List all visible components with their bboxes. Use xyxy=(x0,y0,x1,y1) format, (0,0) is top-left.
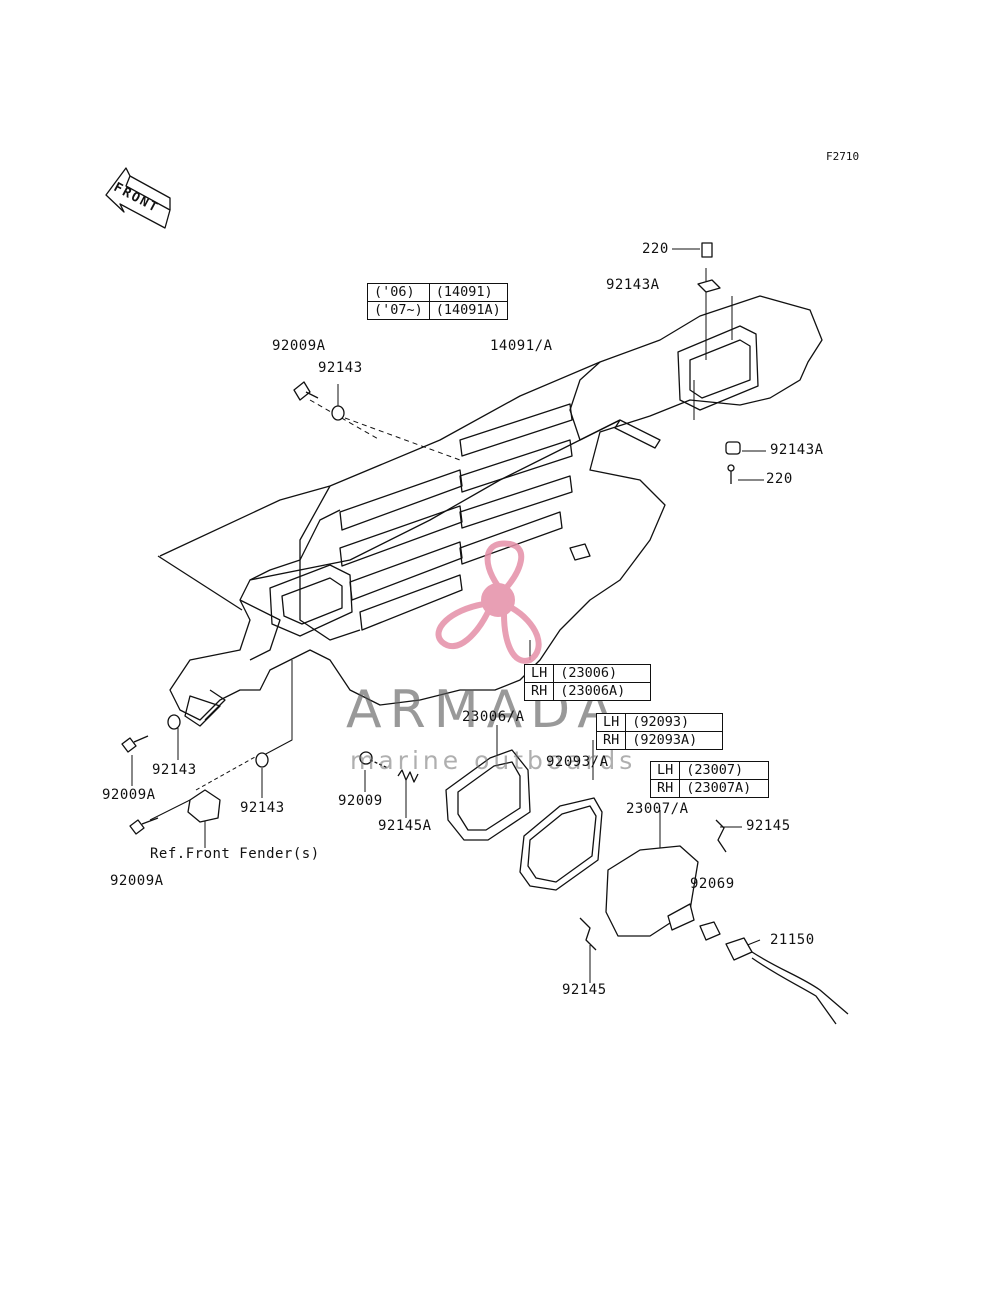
note-cell: (23006A) xyxy=(553,682,652,701)
note-cell: ('07~) xyxy=(367,301,430,320)
note-cell: (23006) xyxy=(553,664,652,683)
note-cell: (23007) xyxy=(679,761,770,780)
lamp-unit xyxy=(605,845,699,937)
part-label-bolt-left-upper: 92009A xyxy=(272,338,326,354)
note-cell: (23007A) xyxy=(679,779,770,798)
part-label-lamp: 23007/A xyxy=(626,801,689,817)
front-arrow-icon xyxy=(105,167,171,229)
part-label-spring: 92145A xyxy=(378,818,432,834)
note-cell: RH xyxy=(595,731,627,750)
part-label-bolt-left-low: 92009A xyxy=(110,873,164,889)
part-label-washer-left-mid: 92143 xyxy=(152,762,197,778)
lamp-unit-table: LH(23007) RH(23007A) xyxy=(649,761,770,798)
part-label-bolt-left-mid: 92009A xyxy=(102,787,156,803)
grille-body xyxy=(157,295,823,727)
gasket xyxy=(519,797,603,891)
part-label-gasket: 92093/A xyxy=(546,754,609,770)
part-label-washer-left-upper: 92143 xyxy=(318,360,363,376)
lamp-housing-table: LH(23006) RH(23006A) xyxy=(523,664,652,701)
note-cell: (92093) xyxy=(625,713,724,732)
part-label-screw: 92009 xyxy=(338,793,383,809)
gasket-table: LH(92093) RH(92093A) xyxy=(595,713,724,750)
part-label-washer-bracket: 92143 xyxy=(240,800,285,816)
note-cell: (14091) xyxy=(428,283,508,302)
note-cell: LH xyxy=(595,713,627,732)
note-cell: LH xyxy=(649,761,681,780)
part-label-housing: 23006/A xyxy=(462,709,525,725)
watermark-subtitle: marine outboards xyxy=(350,746,637,775)
watermark-propeller-icon xyxy=(435,540,542,664)
note-cell: (14091A) xyxy=(428,301,508,320)
part-label-bolt-right: 220 xyxy=(766,471,793,487)
figure-code: F2710 xyxy=(826,150,860,163)
lamp-housing xyxy=(445,749,531,841)
part-label-grommet-top: 92143A xyxy=(606,277,660,293)
note-cell: LH xyxy=(523,664,555,683)
note-cell: RH xyxy=(523,682,555,701)
part-label-socket: 21150 xyxy=(770,932,815,948)
part-label-clip-right: 92145 xyxy=(746,818,791,834)
bulb-socket xyxy=(699,921,849,1025)
part-label-grommet-right: 92143A xyxy=(770,442,824,458)
part-label-clip-bottom: 92145 xyxy=(562,982,607,998)
part-label-bulb: 92069 xyxy=(690,876,735,892)
note-cell: (92093A) xyxy=(625,731,724,750)
note-cell: ('06) xyxy=(367,283,430,302)
year-table: ('06)(14091) ('07~)(14091A) xyxy=(367,283,508,320)
note-cell: RH xyxy=(649,779,681,798)
part-label-bolt-top: 220 xyxy=(642,241,669,257)
hardware-parts xyxy=(121,242,741,951)
part-label-grille: 14091/A xyxy=(490,338,553,354)
part-label-ref-front-fender: Ref.Front Fender(s) xyxy=(150,846,320,862)
